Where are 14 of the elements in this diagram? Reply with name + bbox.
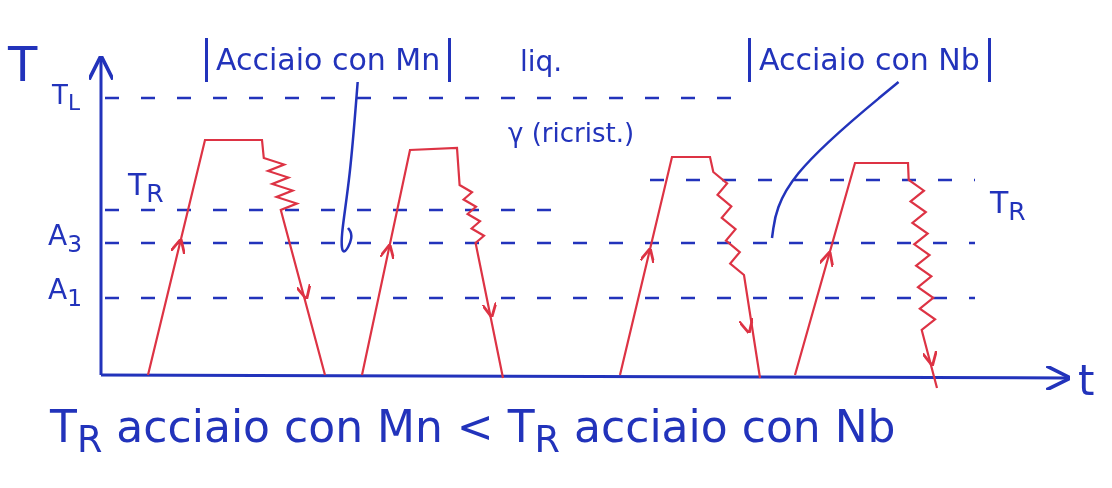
leader-line bbox=[770, 81, 900, 239]
axis-label: T bbox=[8, 40, 38, 88]
temperature-label: A$_{3}$ bbox=[48, 222, 82, 256]
boxed-label: Acciaio con Nb bbox=[748, 38, 991, 82]
axis-label: t bbox=[1078, 360, 1095, 402]
phase-label: γ (ricrist.) bbox=[508, 120, 635, 146]
temperature-label: T$_{R}$ bbox=[128, 170, 164, 206]
comparison-note: T$_{R}$ acciaio con Mn < T$_{R}$ acciaio con Nb bbox=[50, 405, 896, 459]
temperature-label: A$_{1}$ bbox=[48, 276, 82, 310]
leader-line bbox=[340, 81, 359, 253]
temperature-label: T$_{R}$ bbox=[990, 188, 1026, 224]
axis-label: T$_{L}$ bbox=[52, 82, 80, 114]
phase-label: liq. bbox=[520, 48, 563, 76]
boxed-label: Acciaio con Mn bbox=[205, 38, 452, 82]
